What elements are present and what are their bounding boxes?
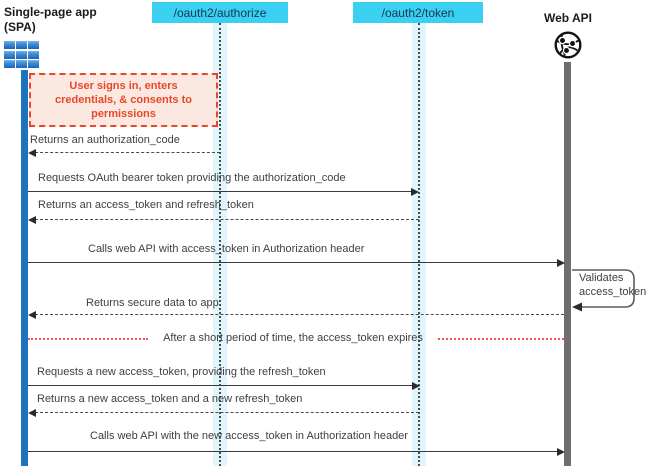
arrowhead-right-icon [411, 188, 419, 196]
message-arrow-line [35, 219, 419, 220]
message-label: Returns secure data to app [86, 297, 219, 309]
note-text: User signs in, enters credentials, & con… [55, 80, 192, 120]
spa-label-line1: Single-page app [4, 5, 97, 19]
note-user-signin: User signs in, enters credentials, & con… [29, 73, 218, 127]
arrowhead-left-icon [28, 409, 36, 417]
app-grid-icon [4, 41, 39, 68]
globe-network-icon [553, 30, 583, 65]
arrowhead-left-icon [28, 149, 36, 157]
spa-participant-label: Single-page app (SPA) [4, 5, 97, 35]
message-arrow-line [28, 262, 558, 263]
arrowhead-right-icon [412, 382, 420, 390]
arrowhead-left-icon [28, 311, 36, 319]
selfcall-label: Validates access_token [579, 271, 646, 299]
message-arrow-line [28, 191, 411, 192]
selfcall-label-line2: access_token [579, 286, 647, 298]
webapi-activation-bar [564, 62, 571, 466]
spa-activation-bar [21, 70, 28, 466]
message-label: Requests a new access_token, providing t… [37, 366, 326, 378]
token-endpoint-label: /oauth2/token [381, 5, 455, 20]
authorize-lifeline [219, 23, 221, 466]
authorize-endpoint-box: /oauth2/authorize [152, 2, 288, 23]
message-label: Calls web API with access_token in Autho… [88, 243, 365, 255]
message-arrow-line [28, 385, 412, 386]
divider-line-left [28, 338, 148, 340]
selfcall-validates-bracket [571, 265, 649, 315]
token-endpoint-box: /oauth2/token [353, 2, 483, 23]
divider-label: After a short period of time, the access… [163, 332, 423, 344]
message-label: Calls web API with the new access_token … [90, 430, 408, 442]
webapi-participant-label: Web API [543, 11, 592, 25]
message-arrow-line [28, 451, 558, 452]
message-arrow-line [35, 412, 419, 413]
divider-line-right [438, 338, 564, 340]
message-arrow-line [35, 314, 564, 315]
spa-label-line2: (SPA) [4, 20, 36, 34]
message-label: Returns an authorization_code [30, 134, 180, 146]
message-label: Requests OAuth bearer token providing th… [38, 172, 346, 184]
message-label: Returns an access_token and refresh_toke… [38, 199, 254, 211]
token-lifeline [418, 23, 420, 466]
selfcall-label-line1: Validates [579, 272, 624, 284]
authorize-endpoint-label: /oauth2/authorize [173, 5, 267, 20]
arrowhead-left-icon [28, 216, 36, 224]
message-label: Returns a new access_token and a new ref… [37, 393, 303, 405]
arrowhead-right-icon [557, 259, 565, 267]
arrowhead-right-icon [557, 448, 565, 456]
message-arrow-line [35, 152, 220, 153]
